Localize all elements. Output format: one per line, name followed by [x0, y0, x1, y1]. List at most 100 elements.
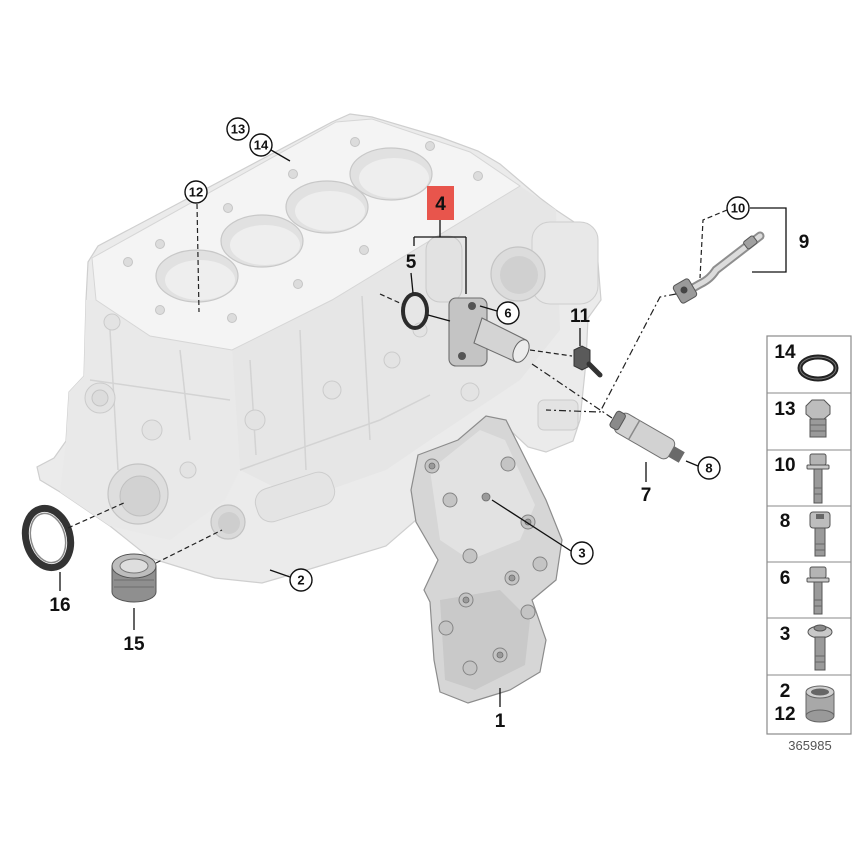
deck-hole: [123, 257, 133, 267]
bracket-boss: [532, 556, 548, 572]
part-16-seal-ring: [21, 504, 75, 572]
leader-line-6: [479, 305, 498, 312]
axis-line-15: [155, 529, 223, 564]
housing-bolt: [468, 302, 476, 310]
callout-circle: [726, 196, 750, 220]
diagram-reference-number: 365985: [788, 738, 831, 753]
callout-circle: [496, 301, 520, 325]
deck-hole: [288, 169, 298, 179]
deck-hole: [473, 171, 483, 181]
bracket-boss: [442, 492, 458, 508]
callout-circle: [697, 456, 721, 480]
block-boss: [141, 419, 163, 441]
block-ribs: [89, 295, 431, 471]
block-rib: [249, 359, 257, 456]
legend-row-13: 13: [774, 399, 831, 438]
callout-label: 6: [504, 306, 511, 321]
callout-label: 16: [49, 595, 70, 616]
bracket-hole: [496, 651, 504, 659]
callout-11: 11: [570, 306, 591, 327]
callout-2: 2: [289, 568, 313, 592]
bracket-boss: [438, 620, 454, 636]
bolt-head: [809, 566, 827, 579]
bracket-hole: [462, 596, 470, 604]
callout-15: 15: [123, 634, 145, 655]
leader-lines: [59, 149, 787, 707]
legend-label: 14: [774, 342, 796, 363]
block-rib: [179, 349, 191, 441]
flange-bolt-icon: [807, 624, 833, 671]
callout-label: 9: [799, 232, 810, 253]
bolt-head-top: [813, 624, 827, 632]
legend-row-2-12: 2 12: [774, 681, 835, 725]
bolt-shank: [814, 636, 826, 671]
engine-block: [36, 113, 602, 584]
block-boss: [179, 461, 197, 479]
part-9-pipe: [672, 231, 765, 304]
callout-label: 1: [495, 711, 506, 732]
callout-circle: [249, 133, 273, 157]
callout-10: 10: [726, 196, 750, 220]
deck-bolt-holes: [123, 137, 483, 323]
legend-label: 10: [774, 455, 795, 476]
callout-label: 13: [231, 122, 245, 137]
sensor-hex: [573, 345, 591, 371]
cylinder-bore-4-inner: [359, 158, 429, 198]
cylinder-bore-2-inner: [230, 225, 300, 265]
block-rib: [89, 379, 231, 401]
legend-label: 2: [780, 681, 791, 702]
screw-socket: [816, 514, 824, 519]
crankshaft-seal-opening-inner: [119, 475, 161, 517]
legend-row-6: 6: [780, 566, 830, 615]
plug-shank: [809, 418, 827, 438]
callout-8: 8: [697, 456, 721, 480]
leader-line-2: [269, 569, 291, 578]
bolt-shank: [813, 581, 823, 615]
callout-1: 1: [495, 711, 506, 732]
sensor-pin: [586, 361, 603, 378]
part-15-plug: [111, 553, 157, 603]
callout-label: 3: [578, 546, 585, 561]
callout-label: 4: [435, 194, 446, 215]
cylinder-bores: [155, 147, 433, 303]
block-boss: [244, 409, 266, 431]
legend-label: 13: [774, 399, 795, 420]
block-side-face: [232, 186, 560, 500]
bracket-boss: [500, 456, 516, 472]
callout-label: 7: [641, 485, 652, 506]
deck-hole: [155, 305, 165, 315]
bolt-head: [809, 453, 827, 466]
leader-line-10: [699, 209, 728, 279]
deck-hole: [227, 313, 237, 323]
sleeve-bottom: [805, 709, 835, 723]
callout-label: 15: [123, 634, 145, 655]
housing-bolt: [458, 352, 466, 360]
cylinder-bore-1-inner: [165, 260, 235, 300]
legend-label: 8: [780, 511, 791, 532]
block-rib: [361, 295, 371, 441]
block-bosses: [84, 313, 480, 479]
leader-line-12: [196, 203, 200, 313]
plug-opening-inner: [218, 512, 240, 534]
side-flange: [537, 399, 579, 431]
callout-circle: [226, 117, 250, 141]
axis-line-5-right: [427, 314, 451, 322]
legend-label: 12: [774, 704, 795, 725]
sensor-cap: [609, 410, 626, 431]
sensor-ring: [627, 420, 641, 440]
block-rib: [239, 394, 431, 471]
leader-bracket-9: [750, 207, 787, 273]
hex-bolt-icon: [806, 566, 830, 615]
callout-label: 14: [254, 138, 269, 153]
callout-label: 11: [570, 306, 591, 327]
legend-row-3: 3: [780, 624, 833, 671]
screw-plug-icon: [805, 399, 831, 438]
seal-ring-inner: [29, 512, 67, 564]
block-boss: [91, 389, 109, 407]
legend-row-10: 10: [774, 453, 830, 504]
legend-row-14: 14: [774, 342, 839, 382]
bracket-bosses: [424, 456, 548, 676]
hex-bolt-icon: [806, 453, 830, 504]
pipe-routing-line: [545, 293, 677, 413]
